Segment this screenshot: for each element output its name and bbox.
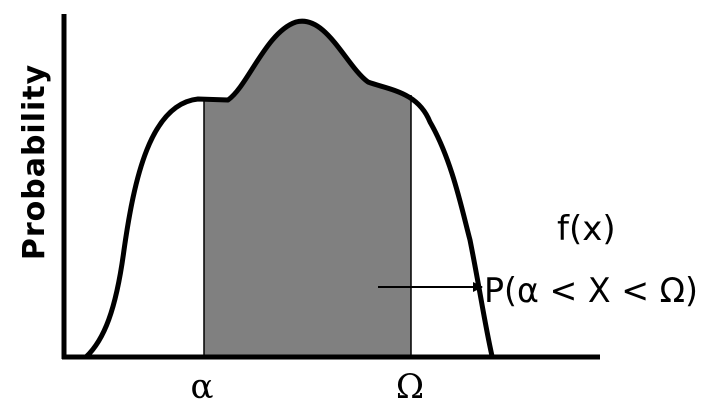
omega-tick-label: Ω <box>396 367 424 407</box>
density-curve <box>83 18 495 360</box>
shaded-probability-area <box>204 21 411 358</box>
function-label: f(x) <box>557 209 616 249</box>
alpha-tick-label: α <box>191 367 214 407</box>
y-axis-label: Probability <box>17 64 52 260</box>
probability-label: P(α < X < Ω) <box>484 271 698 311</box>
